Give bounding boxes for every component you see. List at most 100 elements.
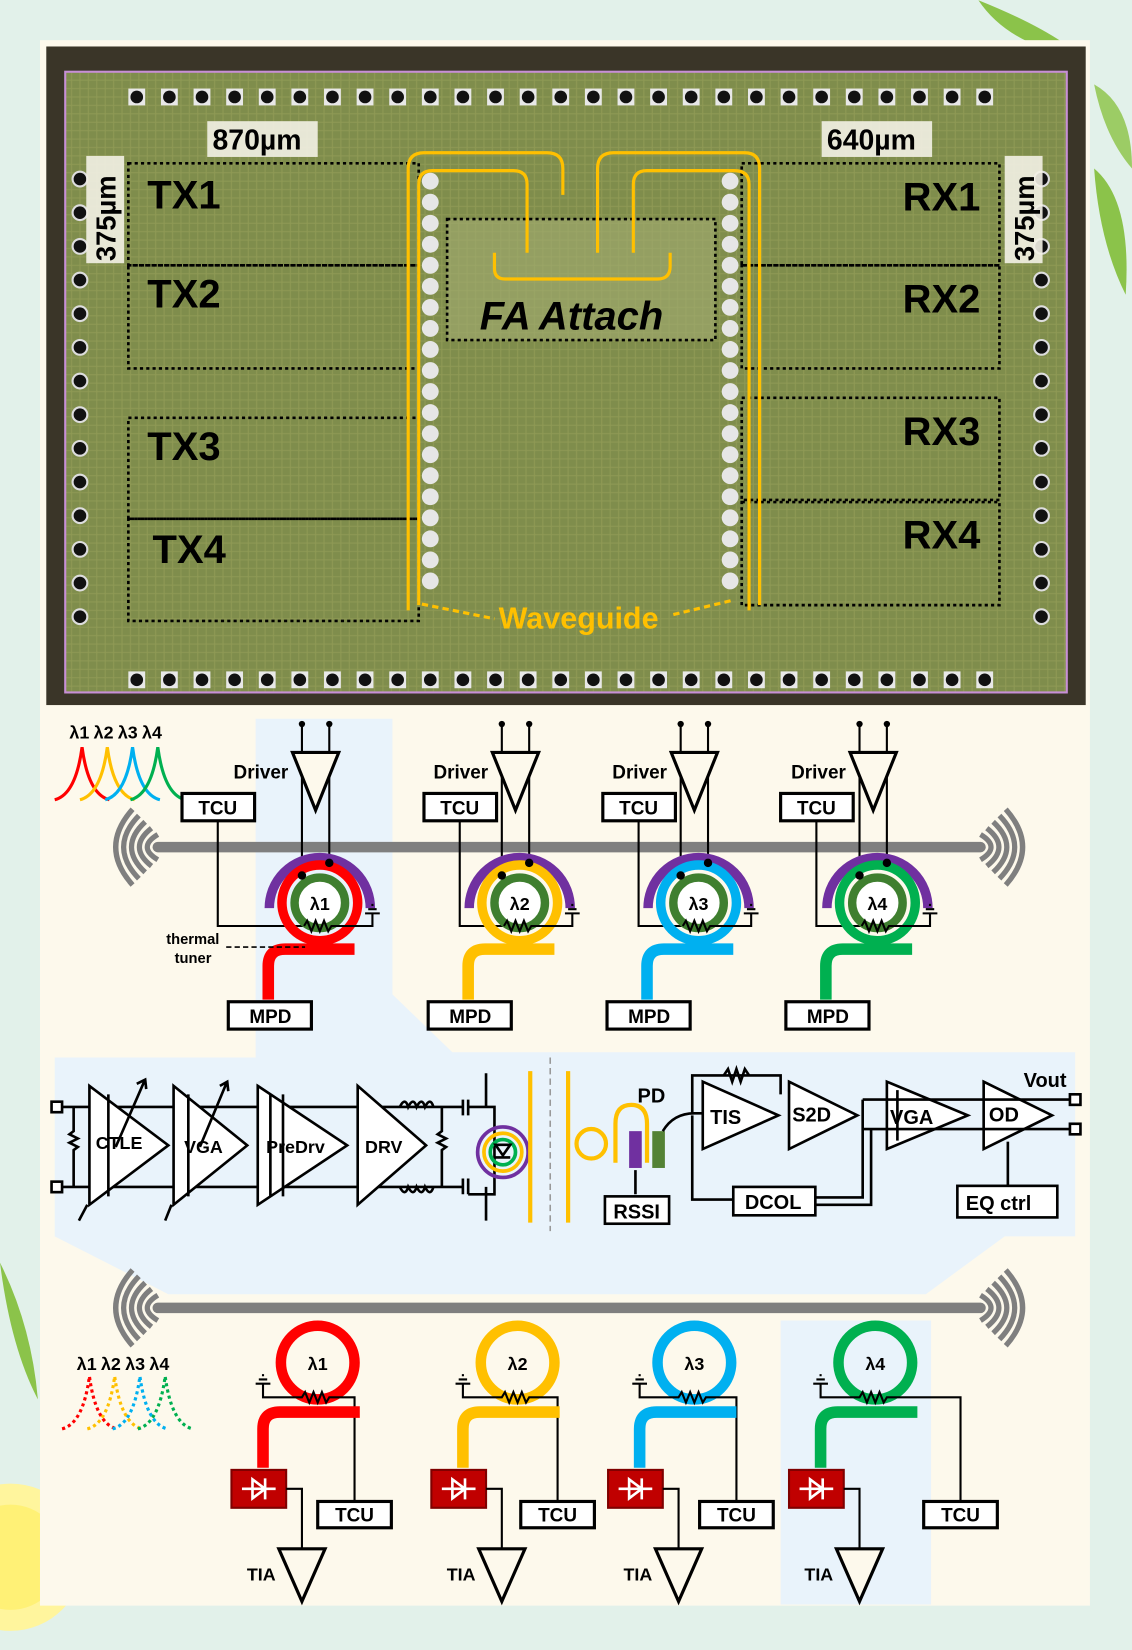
wave-emission-icon (985, 826, 1002, 869)
probe-pad (721, 298, 739, 316)
heater-resistor (261, 1383, 356, 1502)
wave-emission-icon (113, 807, 135, 887)
thermal-tuner-resistor (860, 913, 932, 935)
bond-wire (228, 673, 241, 687)
probe-pad (421, 551, 439, 569)
bus-waveguide (462, 943, 555, 1000)
probe-pad (421, 172, 439, 190)
tia-triangle (476, 1547, 528, 1606)
ring-modulator (655, 860, 742, 946)
bond-wire (880, 90, 894, 104)
wave-emission-icon (136, 826, 154, 869)
ground-icon (813, 1374, 828, 1385)
wave-emission-icon (1003, 807, 1026, 887)
ring-lambda-label: λ2 (508, 1354, 528, 1374)
bond-wire (750, 673, 763, 687)
bond-wire (326, 90, 339, 104)
ground-icon (632, 1374, 648, 1385)
bond-wire (587, 90, 600, 104)
legend-lambda: λ2 (101, 1354, 121, 1374)
contact-node (676, 871, 685, 880)
thermal-tuner-resistor (303, 913, 374, 935)
block-tis: TIS (710, 1107, 741, 1129)
tcu-label: TCU (941, 1505, 980, 1526)
block-s2d: S2D (792, 1105, 831, 1127)
bond-pad (71, 204, 89, 222)
ring-lambda-label: λ4 (867, 894, 887, 914)
s2d-amp (787, 1079, 861, 1152)
ground-icon (564, 903, 580, 915)
label-rx1: RX1 (903, 176, 981, 220)
heater-resistor (461, 1383, 559, 1502)
probe-pad (421, 446, 439, 464)
legend-peak (86, 1376, 143, 1431)
driver-triangle (668, 750, 720, 815)
tx-bus-waveguide (113, 807, 1026, 887)
input-node (677, 720, 684, 728)
bond-wire (456, 673, 470, 687)
bond-pad (71, 170, 89, 188)
tis-amp (701, 1079, 782, 1152)
ring-heater-arc (264, 852, 376, 909)
contact-node (497, 871, 507, 880)
bond-wire (260, 90, 274, 104)
bond-wire (489, 90, 502, 104)
thermal-tuner-resistor (681, 913, 753, 935)
block-vga-rx: VGA (890, 1107, 933, 1129)
probe-pad (421, 530, 439, 548)
label-tx3: TX3 (147, 425, 220, 469)
contact-node (882, 858, 892, 868)
ring-junction (847, 873, 907, 933)
mpd-label: MPD (449, 1007, 491, 1028)
bond-pad (71, 271, 89, 289)
photodiode-icon (241, 1476, 276, 1501)
bond-wire (293, 673, 307, 687)
legend-peak (129, 746, 186, 802)
probe-pad (721, 383, 739, 400)
thermal-tuner-label-1: thermal (166, 932, 219, 948)
bond-wire (391, 673, 404, 687)
label-tx1: TX1 (147, 174, 220, 218)
bond-wire (521, 90, 535, 104)
bond-wire (847, 90, 861, 104)
ring-filter (275, 1320, 360, 1405)
bond-wire (130, 673, 144, 687)
bond-wire (326, 673, 339, 687)
input-node (704, 720, 712, 728)
ring-lambda-label: λ4 (865, 1354, 885, 1374)
block-vga-tx: VGA (184, 1137, 223, 1157)
bond-wire (619, 90, 633, 104)
wave-emission-icon (979, 832, 994, 862)
bond-wire (195, 90, 209, 104)
tcu-label: TCU (538, 1505, 577, 1526)
bond-wire (978, 673, 992, 687)
dimension-640: 640µm (827, 125, 916, 157)
input-node (498, 720, 505, 728)
block-predrv: PreDrv (266, 1137, 325, 1157)
thermal-tuner-resistor (503, 913, 574, 935)
wave-emission-icon (129, 819, 148, 875)
bond-wire (260, 673, 274, 687)
tcu-box (922, 1499, 999, 1530)
bus-waveguide (633, 1406, 737, 1468)
input-node (856, 720, 863, 728)
bond-pad (71, 507, 89, 525)
probe-pad (721, 551, 739, 569)
ring-filter (475, 1320, 560, 1405)
mpd-label: MPD (249, 1007, 291, 1028)
bond-wire (782, 673, 796, 687)
wave-emission-icon (985, 1286, 1002, 1329)
bond-wire (717, 673, 731, 687)
probe-pad (421, 298, 439, 316)
bond-pad (71, 372, 89, 390)
probe-pad (421, 193, 439, 211)
probe-pad (421, 277, 439, 295)
wave-emission-icon (979, 1293, 994, 1323)
block-dcol: DCOL (745, 1192, 802, 1214)
